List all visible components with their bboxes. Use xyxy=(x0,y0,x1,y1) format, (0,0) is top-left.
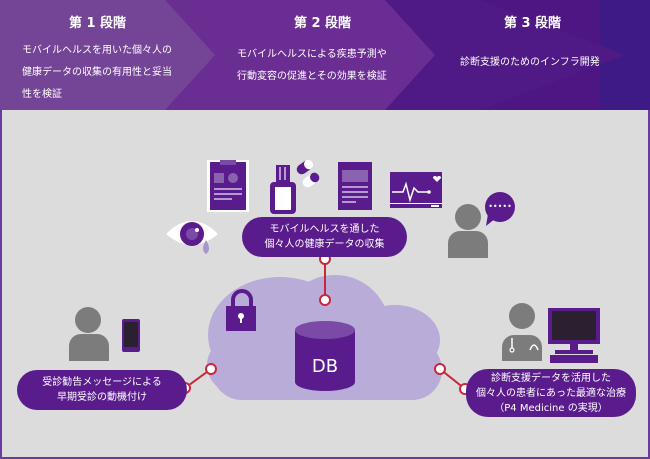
svg-text:•••••: ••••• xyxy=(488,202,512,211)
stage-1-arrow xyxy=(0,0,215,110)
stage-1-desc: モバイルヘルスを用いた個々人の 健康データの収集の有用性と妥当 性を検証 xyxy=(22,40,172,106)
pill-line: 診断支援データを活用した xyxy=(491,372,611,384)
pill-line: 受診勧告メッセージによる xyxy=(42,377,162,388)
pill-line: モバイルヘルスを通した xyxy=(269,224,380,235)
stage-3-title: 第 3 段階 xyxy=(503,16,562,31)
document-icon xyxy=(338,162,372,210)
pill-line: 個々人の患者にあった最適な治療 xyxy=(476,387,626,399)
stage-header: 第 1 段階 モバイルヘルスを用いた個々人の 健康データの収集の有用性と妥当 性… xyxy=(0,0,650,110)
db-label: DB xyxy=(312,356,338,377)
stage-2-line: 行動変容の促進とその効果を検証 xyxy=(237,71,387,82)
pill-line: （P4 Medicine の実現） xyxy=(494,402,608,414)
stage-1-line: 性を検証 xyxy=(22,89,62,100)
stage-1: 第 1 段階 モバイルヘルスを用いた個々人の 健康データの収集の有用性と妥当 性… xyxy=(0,0,215,110)
pill-line: 早期受診の動機付け xyxy=(57,392,147,403)
diagram-area xyxy=(0,110,650,459)
stage-3-desc: 診断支援のためのインフラ開発 xyxy=(460,52,600,74)
medicine-icon xyxy=(270,159,320,214)
eye-icon xyxy=(166,221,218,254)
database-icon: DB xyxy=(295,321,355,391)
stage-1-line: モバイルヘルスを用いた個々人の xyxy=(22,45,172,56)
pill-line: 個々人の健康データの収集 xyxy=(264,239,385,250)
stage-2-title: 第 2 段階 xyxy=(293,16,352,31)
treatment-pill: 診断支援データを活用した 個々人の患者にあった最適な治療 （P4 Medicin… xyxy=(466,369,636,417)
clipboard-icon xyxy=(207,160,249,212)
stage-3: 第 3 段階 診断支援のためのインフラ開発 xyxy=(440,0,625,110)
stage-1-title: 第 1 段階 xyxy=(68,16,127,31)
stage-2-desc: モバイルヘルスによる疾患予測や 行動変容の促進とその効果を検証 xyxy=(237,44,387,88)
person-speech-icon: ••••• xyxy=(448,192,515,258)
stage-arrows xyxy=(0,0,650,110)
stage-3-line: 診断支援のためのインフラ開発 xyxy=(460,57,600,68)
collection-pill: モバイルヘルスを通した 個々人の健康データの収集 xyxy=(242,217,407,257)
lock-icon xyxy=(226,289,256,331)
stage-1-line: 健康データの収集の有用性と妥当 xyxy=(22,67,172,78)
stage-2: 第 2 段階 モバイルヘルスによる疾患予測や 行動変容の促進とその効果を検証 xyxy=(215,0,430,110)
person-phone-icon xyxy=(69,307,140,361)
motivation-pill: 受診勧告メッセージによる 早期受診の動機付け xyxy=(17,370,187,410)
doctor-computer-icon xyxy=(502,303,600,363)
heart-monitor-icon xyxy=(390,172,442,208)
stage-2-line: モバイルヘルスによる疾患予測や xyxy=(237,49,387,60)
